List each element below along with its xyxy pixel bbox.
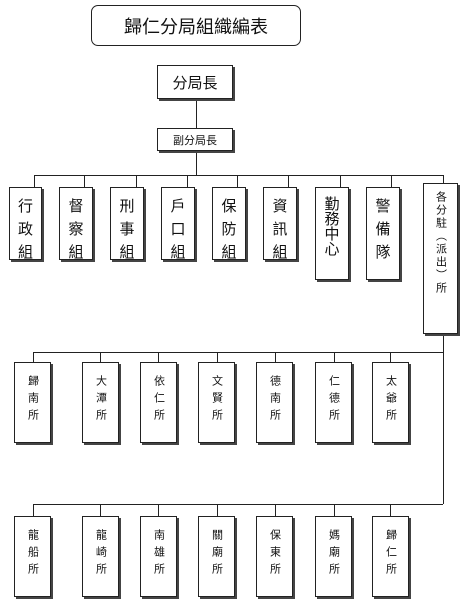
precinct-label: 歸南所 [26, 375, 40, 426]
drop-row2-2 [100, 504, 101, 516]
row2-bus-line [33, 504, 443, 505]
precinct-box: 仁德所 [315, 362, 352, 443]
deputy-box: 副分局長 [157, 128, 233, 151]
connector-deputy-bus [196, 151, 197, 175]
department-box: 保防組 [212, 187, 246, 267]
precinct-box: 媽廟所 [315, 516, 352, 597]
precinct-label: 龍崎所 [94, 529, 108, 580]
precinct-label: 保東所 [268, 529, 282, 580]
precinct-label: 依仁所 [152, 375, 166, 426]
connector-chief-deputy [196, 99, 197, 128]
precinct-box: 歸南所 [14, 362, 51, 443]
department-box: 戶口組 [161, 187, 195, 267]
drop-row2-3 [158, 504, 159, 516]
drop-row2-4 [217, 504, 218, 516]
drop-dept-3 [136, 175, 137, 187]
chief-box: 分局長 [157, 65, 233, 99]
department-bus-line [34, 175, 444, 176]
department-label: 戶口組 [168, 198, 187, 267]
precinct-label: 太爺所 [384, 375, 398, 426]
drop-row1-5 [275, 352, 276, 362]
branch-unit-label: 各分駐（派出）所 [434, 191, 448, 295]
drop-dept-8 [391, 175, 392, 187]
drop-row1-7 [390, 352, 391, 362]
drop-row2-5 [275, 504, 276, 516]
chart-title: 歸仁分局組織編表 [91, 5, 301, 46]
department-box: 刑事組 [110, 187, 144, 267]
department-label: 勤務中心 [322, 196, 341, 256]
drop-branch [443, 175, 444, 183]
drop-row1-3 [158, 352, 159, 362]
department-label: 刑事組 [117, 198, 136, 267]
drop-row2-7 [390, 504, 391, 516]
precinct-label: 文賢所 [210, 375, 224, 426]
drop-dept-7 [340, 175, 341, 187]
precinct-box: 依仁所 [140, 362, 177, 443]
precinct-label: 龍船所 [26, 529, 40, 580]
precinct-box: 太爺所 [372, 362, 409, 443]
drop-row1-6 [334, 352, 335, 362]
drop-dept-6 [288, 175, 289, 187]
precinct-box: 龍崎所 [82, 516, 119, 597]
branch-unit-box: 各分駐（派出）所 [423, 183, 458, 334]
precinct-box: 德南所 [256, 362, 293, 443]
precinct-box: 文賢所 [198, 362, 235, 443]
drop-dept-5 [237, 175, 238, 187]
drop-dept-1 [34, 175, 35, 187]
department-label: 保防組 [219, 198, 238, 267]
precinct-box: 龍船所 [14, 516, 51, 597]
drop-dept-2 [84, 175, 85, 187]
department-label: 警備隊 [373, 198, 392, 267]
drop-row1-4 [217, 352, 218, 362]
department-label: 行政組 [16, 198, 34, 267]
precinct-label: 大潭所 [94, 375, 108, 426]
row1-bus-line [33, 352, 443, 353]
drop-row1-2 [100, 352, 101, 362]
department-box: 督察組 [59, 187, 93, 267]
precinct-box: 南雄所 [140, 516, 177, 597]
precinct-box: 大潭所 [82, 362, 119, 443]
department-box: 勤務中心 [315, 187, 349, 280]
drop-dept-4 [187, 175, 188, 187]
precinct-box: 保東所 [256, 516, 293, 597]
precinct-label: 仁德所 [327, 375, 341, 426]
drop-row2-6 [334, 504, 335, 516]
department-label: 資訊組 [270, 198, 289, 267]
drop-row2-1 [33, 504, 34, 516]
department-box: 行政組 [9, 187, 42, 267]
branch-trunk-line [443, 334, 444, 504]
precinct-label: 關廟所 [210, 529, 224, 580]
drop-row1-1 [33, 352, 34, 362]
department-label: 督察組 [66, 198, 85, 267]
department-box: 資訊組 [263, 187, 297, 267]
precinct-label: 德南所 [268, 375, 282, 426]
precinct-label: 媽廟所 [327, 529, 341, 580]
precinct-box: 歸仁所 [372, 516, 409, 597]
department-box: 警備隊 [366, 187, 400, 280]
precinct-box: 關廟所 [198, 516, 235, 597]
precinct-label: 歸仁所 [384, 529, 398, 580]
precinct-label: 南雄所 [152, 529, 166, 580]
